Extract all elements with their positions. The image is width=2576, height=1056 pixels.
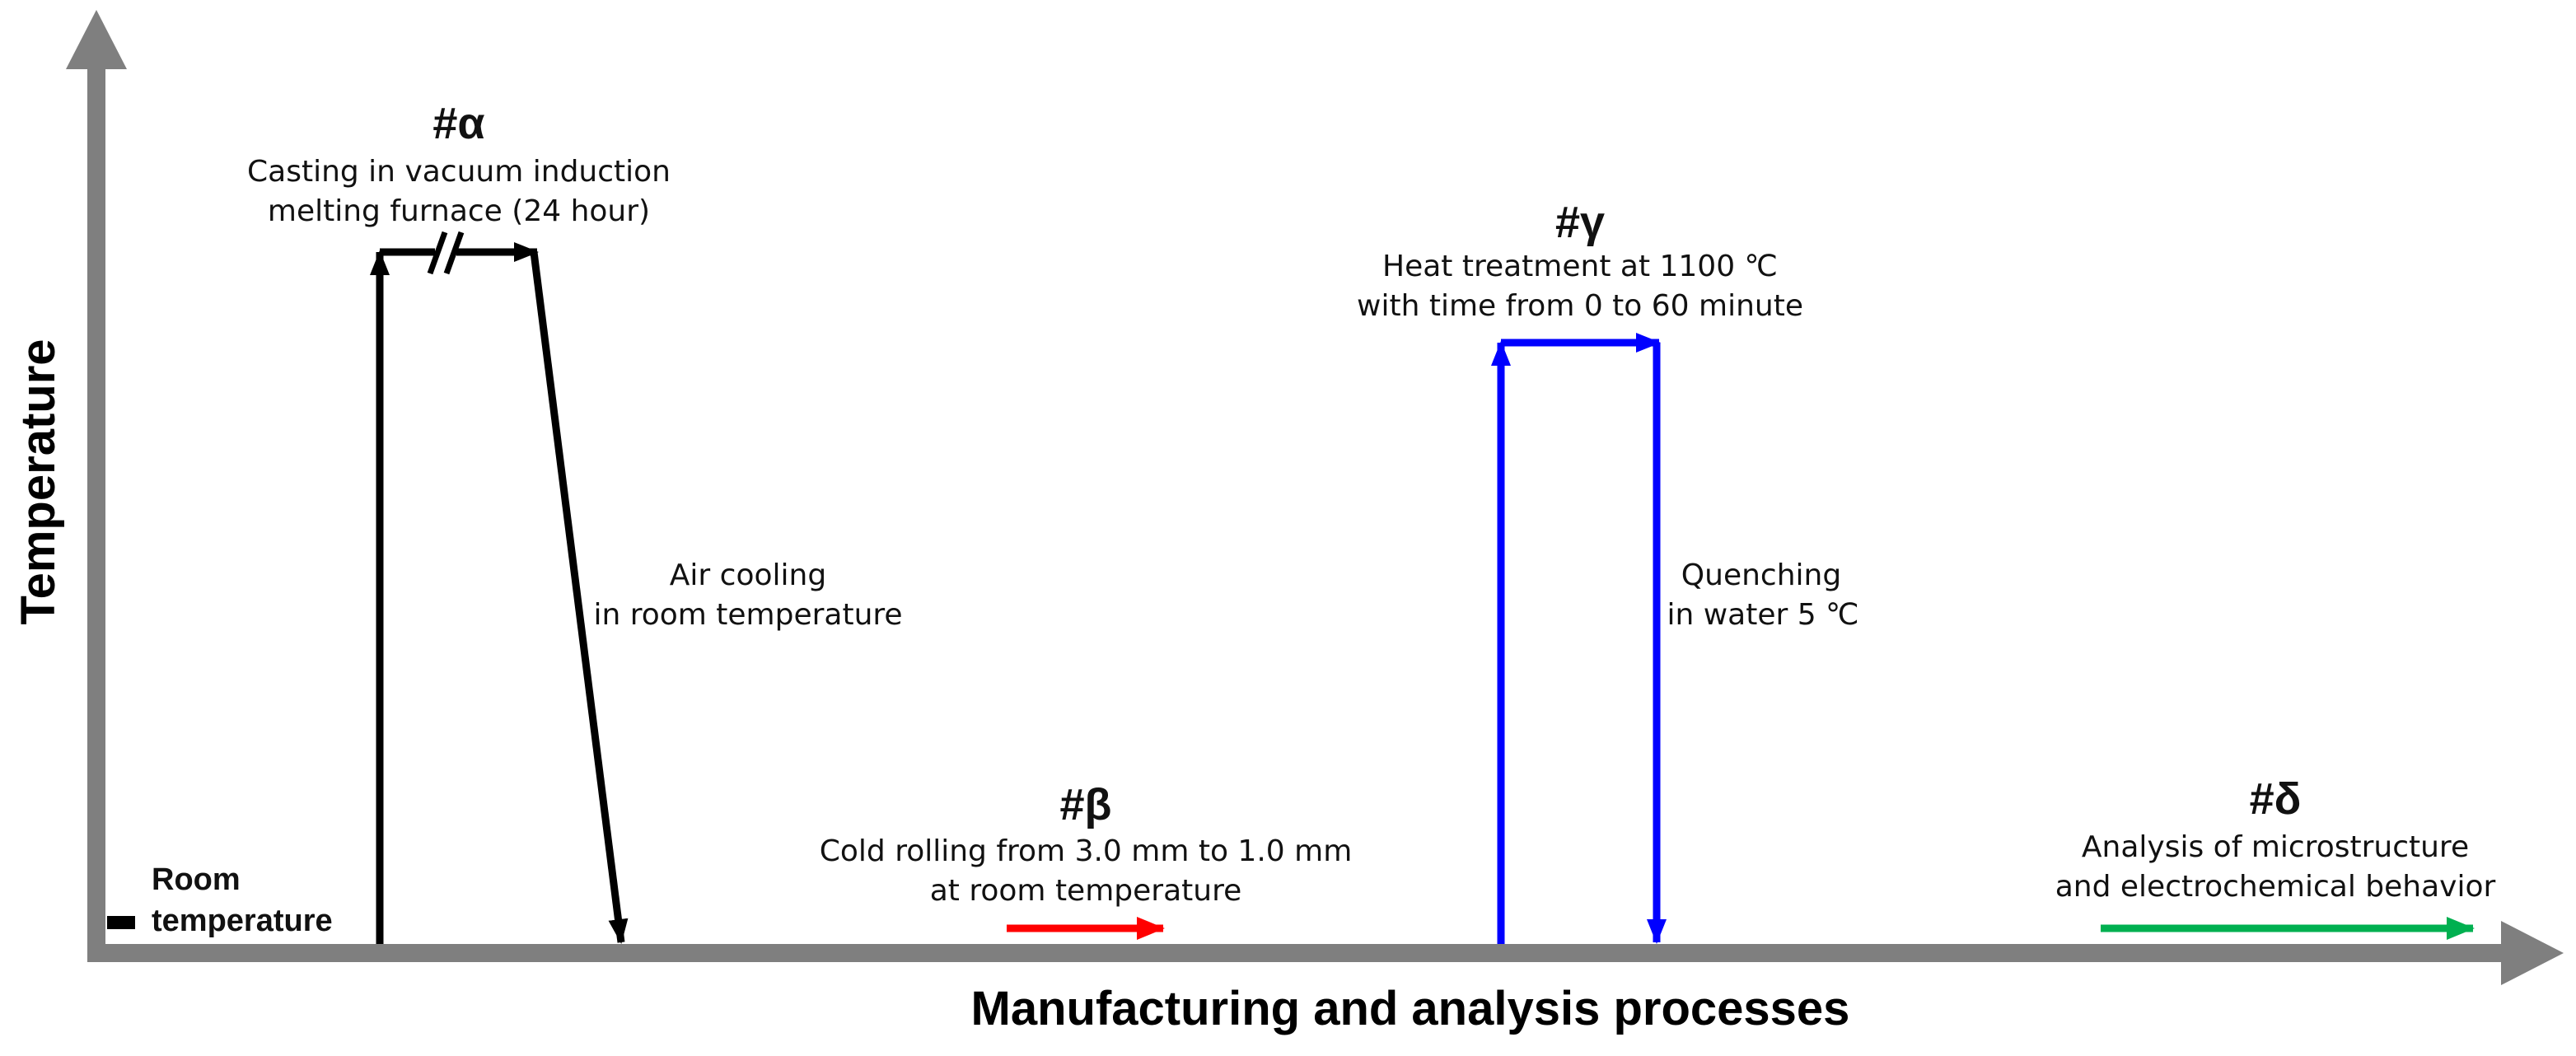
- x-axis-line: [87, 944, 2509, 962]
- step-alpha-line2: melting furnace (24 hour): [268, 194, 650, 228]
- step-beta-line1: Cold rolling from 3.0 mm to 1.0 mm: [820, 834, 1353, 868]
- air-cooling-line2: in room temperature: [593, 598, 902, 632]
- step-gamma-line1: Heat treatment at 1100 ℃: [1382, 250, 1778, 283]
- axes: [66, 10, 2564, 985]
- y-axis-arrowhead: [66, 10, 127, 69]
- y-axis-title: Temperature: [12, 339, 65, 624]
- step-alpha-line1: Casting in vacuum induction: [247, 155, 671, 189]
- step-beta-marker: #β: [1060, 780, 1112, 829]
- step-gamma-marker: #γ: [1555, 198, 1605, 247]
- room-temperature-label-line1: Room: [152, 862, 241, 897]
- x-axis-arrowhead: [2501, 921, 2564, 985]
- break-mark-1: [427, 231, 448, 275]
- step-alpha-marker: #α: [432, 99, 484, 148]
- step-gamma-arrows: [1491, 333, 1667, 944]
- step-delta-marker: #δ: [2250, 774, 2302, 824]
- step-delta-line2: and electrochemical behavior: [2055, 870, 2496, 904]
- air-cooling-line1: Air cooling: [670, 558, 826, 592]
- quenching-line2: in water 5 ℃: [1667, 598, 1858, 632]
- x-axis-title: Manufacturing and analysis processes: [971, 982, 1850, 1035]
- room-temperature-tick: [107, 916, 135, 929]
- step-delta-line1: Analysis of microstructure: [2082, 830, 2469, 864]
- step-beta-line2: at room temperature: [930, 874, 1241, 908]
- room-temperature-label-line2: temperature: [152, 904, 333, 938]
- step-gamma-line2: with time from 0 to 60 minute: [1357, 289, 1803, 323]
- break-mark-2: [443, 231, 465, 275]
- step-alpha-arrows: [370, 231, 629, 944]
- y-axis-line: [87, 66, 105, 962]
- air-cooling-arrow: [530, 251, 629, 944]
- quenching-line1: Quenching: [1681, 558, 1841, 592]
